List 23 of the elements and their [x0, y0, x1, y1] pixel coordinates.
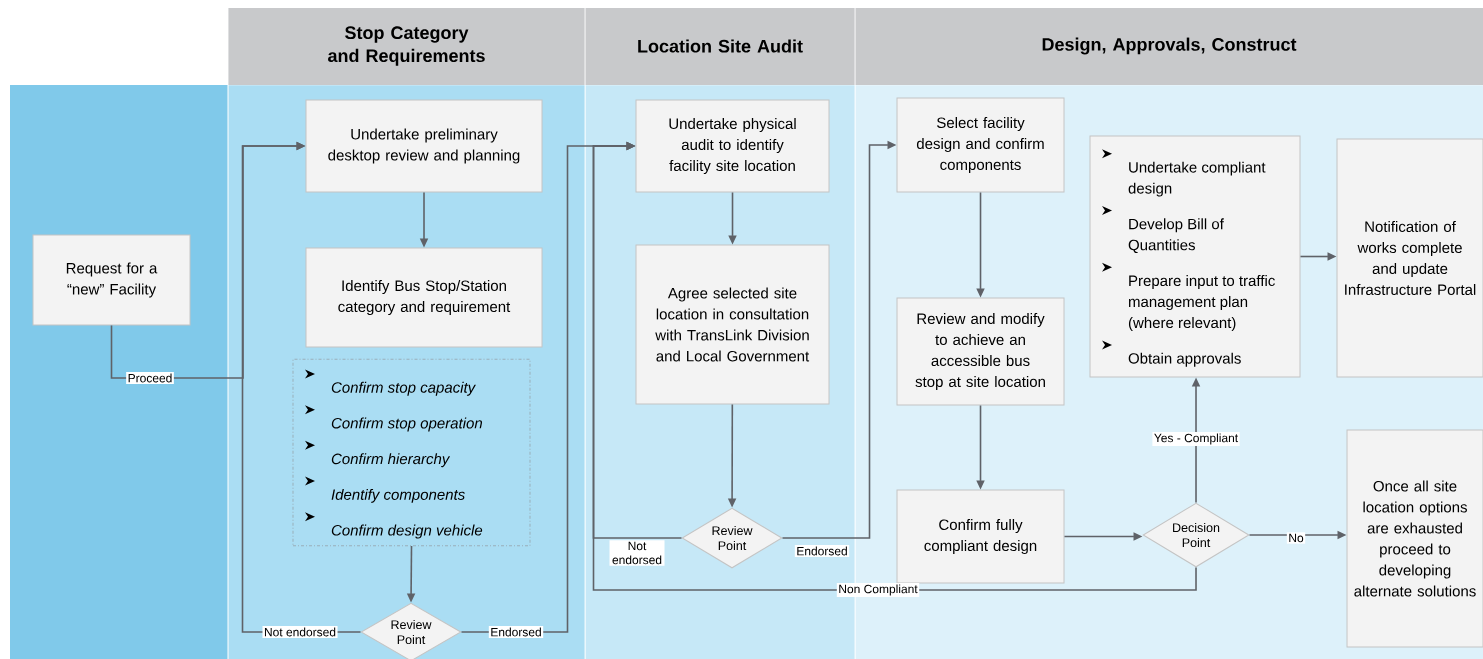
- edge-label: Endorsed: [488, 626, 544, 638]
- arrow: [592, 141, 1197, 591]
- edge-label: No: [1286, 532, 1306, 544]
- task-list-box: Undertake compliant design Develop Bill of Quantities Prepare input to traffic management plan (where relevant) Obtain approvals: [1089, 135, 1301, 378]
- checklist-box: Confirm stop capacity Confirm stop operation Confirm hierarchy Identify components Confirm design vehicle: [292, 358, 531, 547]
- edge-label: Not endorsed: [609, 540, 665, 566]
- edge-label: Proceed: [126, 372, 174, 384]
- process-box: Once all site location options are exhausted proceed to developing alternate solutions: [1346, 429, 1483, 648]
- arrow: [241, 141, 362, 633]
- edge-label: Not endorsed: [262, 626, 338, 638]
- process-box: Review and modify to achieve an accessible bus stop at site location: [896, 297, 1065, 406]
- node-label: Design, Approvals, Construct: [1042, 37, 1297, 55]
- process-box: Agree selected site location in consultation with TransLink Division and Local Government: [635, 244, 830, 405]
- node-label: Stop Category and Requirements: [328, 26, 485, 66]
- edge-label: Endorsed: [794, 545, 850, 557]
- process-box: Select facility design and confirm components: [896, 97, 1065, 193]
- process-box: Notification of works complete and update Infrastructure Portal: [1336, 138, 1483, 378]
- process-box: Undertake preliminary desktop review and planning: [305, 99, 543, 193]
- process-box: Confirm fully compliant design: [896, 489, 1065, 584]
- node-label: Location Site Audit: [638, 39, 803, 53]
- process-box: Undertake physical audit to identify facility site location: [635, 99, 830, 193]
- process-box: Identify Bus Stop/Station category and requirement: [305, 247, 543, 348]
- process-box: Request for a “new” Facility: [32, 234, 191, 326]
